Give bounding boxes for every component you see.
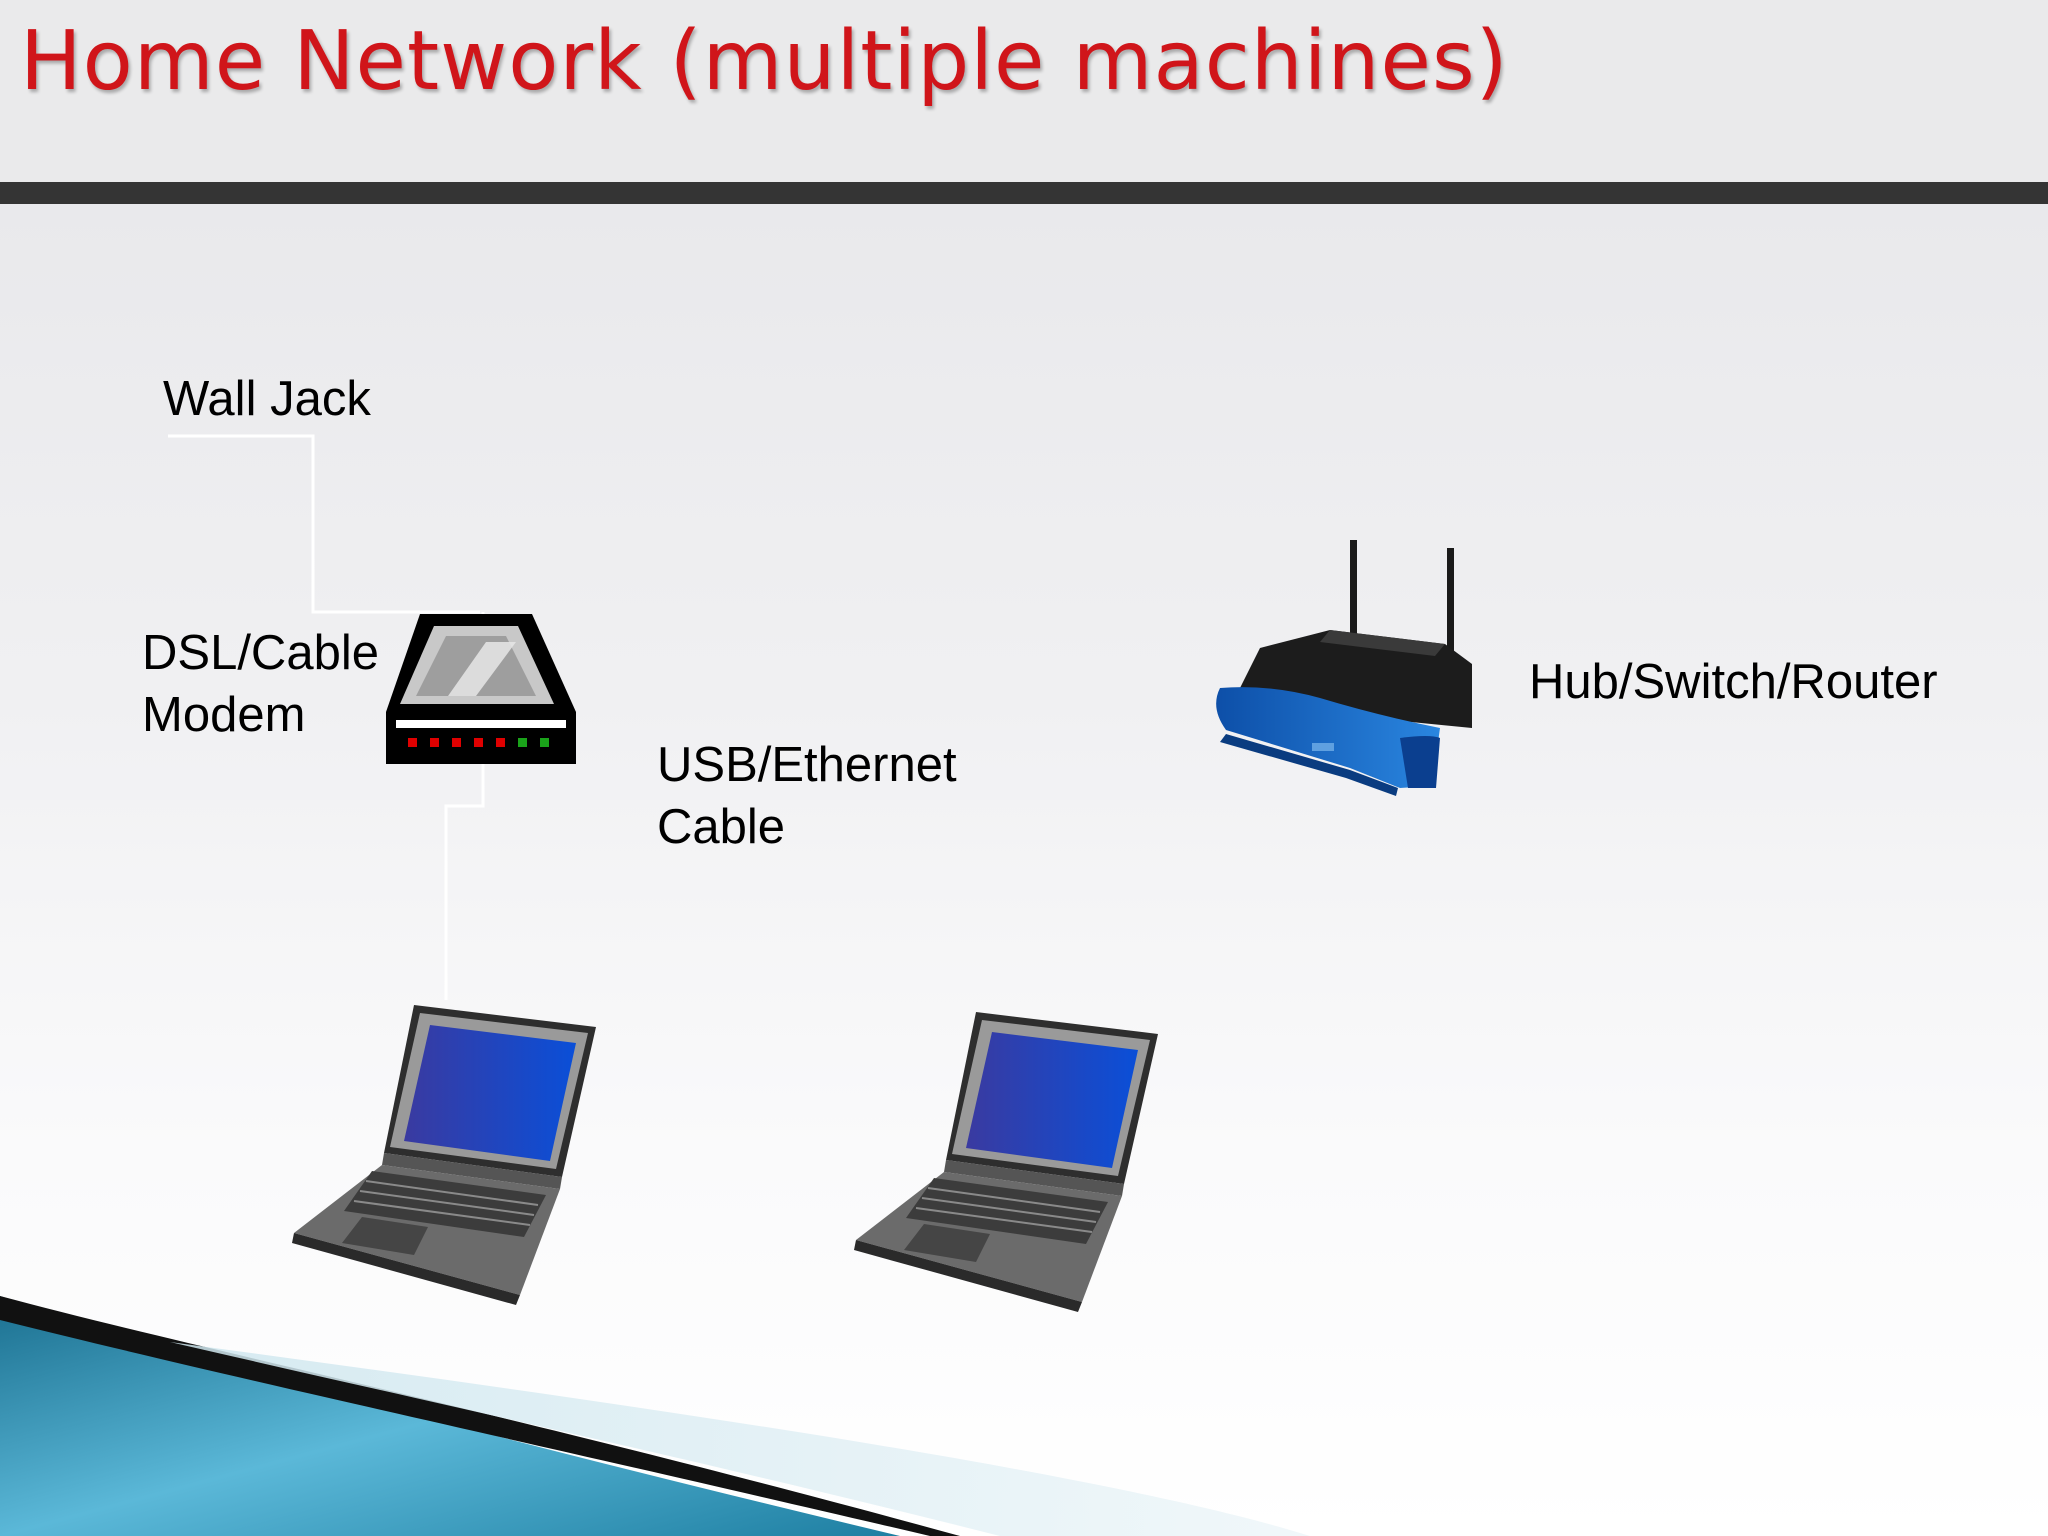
wall-jack-wire	[168, 434, 480, 614]
slide-title: Home Network (multiple machines)	[20, 14, 1509, 109]
router-label: Hub/Switch/Router	[1529, 655, 1938, 709]
laptop-icon	[854, 1012, 1158, 1312]
modem-icon	[386, 614, 576, 764]
header-divider	[0, 182, 2048, 204]
wall-jack-label: Wall Jack	[163, 372, 371, 426]
router-icon	[1216, 540, 1472, 796]
slide-header: Home Network (multiple machines)	[0, 0, 2048, 182]
modem-label: DSL/Cable Modem	[142, 626, 379, 742]
laptop-icon	[292, 1005, 596, 1305]
cable-label: USB/Ethernet Cable	[657, 738, 957, 854]
